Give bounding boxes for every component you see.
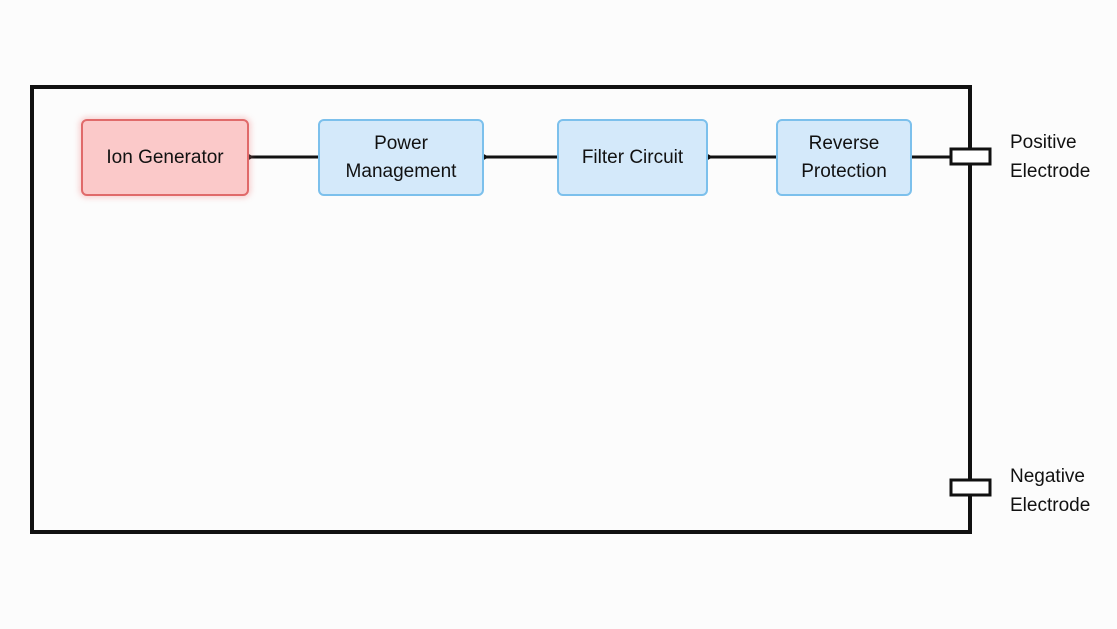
negative-electrode-label: Negative Electrode: [1010, 466, 1091, 516]
negative-electrode-connector: [949, 478, 992, 497]
positive-electrode-label: Positive Electrode: [1010, 132, 1091, 182]
filter-circuit-label: Filter Circuit: [581, 146, 684, 168]
power-management-block: Power Management: [318, 119, 484, 196]
positive-electrode-connector: [949, 147, 992, 166]
enclosure-outline: [30, 85, 972, 534]
filter-circuit-block: Filter Circuit: [557, 119, 708, 196]
reverse-protection-label: Reverse Protection: [801, 132, 887, 182]
reverse-protection-block: Reverse Protection: [776, 119, 912, 196]
power-management-label: Power Management: [345, 132, 457, 182]
ion-generator-label: Ion Generator: [106, 146, 224, 168]
ion-generator-block: Ion Generator: [81, 119, 249, 196]
